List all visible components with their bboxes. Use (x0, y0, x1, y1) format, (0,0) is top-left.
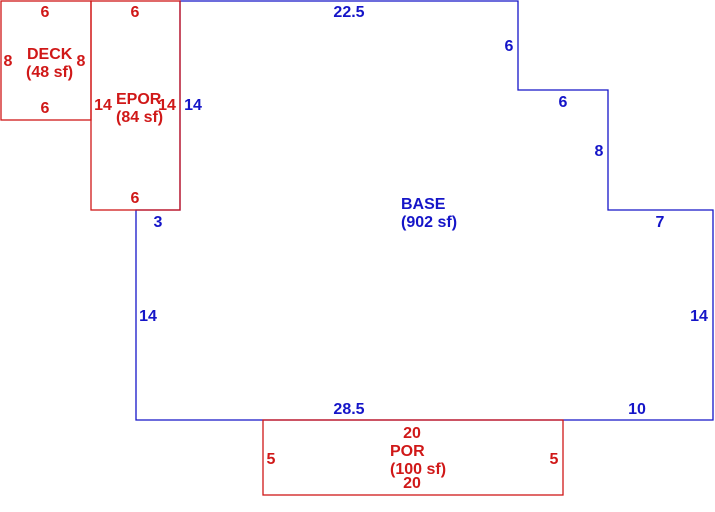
base-dim-top: 22.5 (333, 4, 364, 21)
deck-area-label: (48 sf) (26, 64, 73, 81)
epor-outline[interactable] (90, 0, 181, 211)
base-dim-bottom: 28.5 (333, 401, 364, 418)
por-dim-right: 5 (550, 451, 559, 468)
base-dim-left-upper: 14 (184, 97, 202, 114)
epor-dim-bottom: 6 (131, 190, 140, 207)
por-dim-left: 5 (267, 451, 276, 468)
base-dim-lower-step-down: 8 (595, 143, 604, 160)
por-area-label: (100 sf) (390, 461, 446, 478)
base-area-label: (902 sf) (401, 214, 457, 231)
epor-area-label: (84 sf) (116, 109, 163, 126)
deck-name-label: DECK (27, 46, 73, 63)
base-dim-left: 14 (139, 308, 157, 325)
por-outline[interactable] (262, 419, 564, 496)
por-dim-bottom: 20 (403, 475, 421, 492)
por-name-label: POR (390, 443, 425, 460)
deck-dim-bottom: 6 (41, 100, 50, 117)
epor-dim-top: 6 (131, 4, 140, 21)
deck-dim-top: 6 (41, 4, 50, 21)
epor-name-label: EPOR (116, 91, 162, 108)
epor-dim-left: 14 (94, 97, 112, 114)
por-dim-top: 20 (403, 425, 421, 442)
base-dim-upper-step-run: 6 (559, 94, 568, 111)
epor-dim-right: 14 (158, 97, 176, 114)
deck-dim-left: 8 (4, 53, 13, 70)
base-dim-right: 14 (690, 308, 708, 325)
base-dim-upper-step-down: 6 (505, 38, 514, 55)
deck-dim-right: 8 (77, 53, 86, 70)
base-name-label: BASE (401, 196, 446, 213)
base-dim-lower-step-run: 7 (656, 214, 665, 231)
base-dim-left-step: 3 (154, 214, 163, 231)
base-dim-bottom-right: 10 (628, 401, 646, 418)
